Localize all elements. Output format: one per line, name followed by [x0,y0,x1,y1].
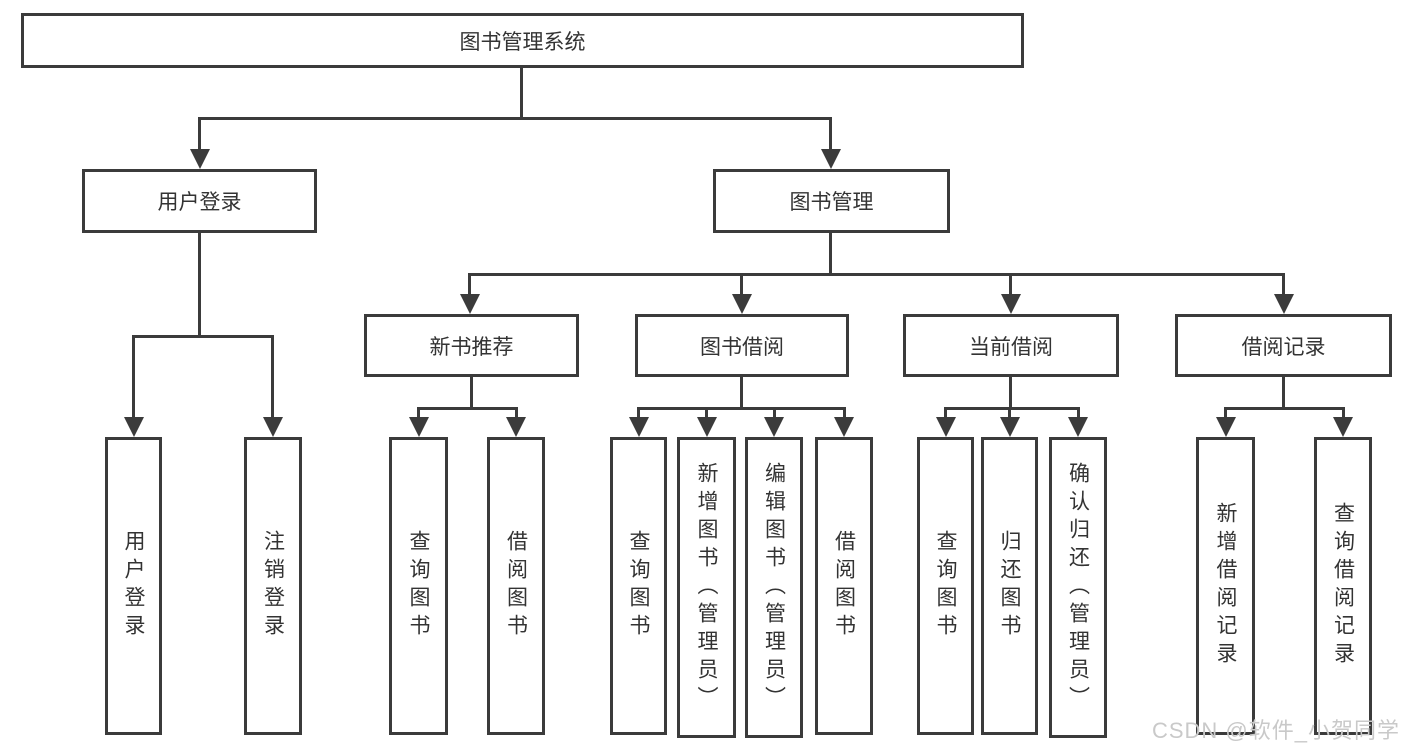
connector-line [198,117,201,151]
connector-line [468,273,1285,276]
connector-line [515,407,518,419]
arrowhead-down-icon [764,417,784,437]
arrowhead-down-icon [821,149,841,169]
connector-line [417,407,518,410]
arrowhead-down-icon [1068,417,1088,437]
connector-line [705,407,708,419]
connector-line [132,335,274,338]
leaf-edit-books-admin: 编辑图书（管理员） [745,437,803,738]
leaf-borrow-books: 借阅图书 [815,437,873,735]
connector-line [132,335,135,419]
connector-line [1282,273,1285,296]
connector-line [637,407,640,419]
connector-line [944,407,947,419]
connector-line [198,117,832,120]
arrowhead-down-icon [1333,417,1353,437]
arrowhead-down-icon [629,417,649,437]
leaf-confirm-return-admin: 确认归还（管理员） [1049,437,1107,738]
node-book-management: 图书管理 [713,169,950,233]
leaf-return-books: 归还图书 [981,437,1038,735]
arrowhead-down-icon [409,417,429,437]
connector-line [520,68,523,117]
connector-line [740,377,743,410]
connector-line [1224,407,1345,410]
arrowhead-down-icon [460,294,480,314]
connector-line [1009,377,1012,410]
connector-line [1342,407,1345,419]
connector-line [773,407,776,419]
leaf-query-books-recommend: 查询图书 [389,437,448,735]
leaf-user-login: 用户登录 [105,437,162,735]
arrowhead-down-icon [1216,417,1236,437]
arrowhead-down-icon [697,417,717,437]
node-library-management-system: 图书管理系统 [21,13,1024,68]
arrowhead-down-icon [124,417,144,437]
csdn-watermark: CSDN @软件_小贺同学 [1151,718,1400,743]
connector-line [470,377,473,410]
arrowhead-down-icon [1001,294,1021,314]
connector-line [1282,377,1285,410]
leaf-logout: 注销登录 [244,437,302,735]
node-current-borrowing: 当前借阅 [903,314,1119,377]
connector-line [1224,407,1227,419]
node-new-book-recommendation: 新书推荐 [364,314,579,377]
connector-line [637,407,846,410]
leaf-query-books-borrow: 查询图书 [610,437,667,735]
connector-line [271,335,274,419]
connector-line [829,233,832,276]
arrowhead-down-icon [1274,294,1294,314]
arrowhead-down-icon [936,417,956,437]
arrowhead-down-icon [506,417,526,437]
arrowhead-down-icon [834,417,854,437]
arrowhead-down-icon [190,149,210,169]
node-borrowing-records: 借阅记录 [1175,314,1392,377]
connector-line [829,117,832,151]
leaf-add-books-admin: 新增图书（管理员） [677,437,736,738]
leaf-borrow-books-recommend: 借阅图书 [487,437,545,735]
node-book-borrowing: 图书借阅 [635,314,849,377]
connector-line [740,273,743,296]
arrowhead-down-icon [263,417,283,437]
arrowhead-down-icon [732,294,752,314]
connector-line [1077,407,1080,419]
connector-line [843,407,846,419]
connector-line [417,407,420,419]
connector-line [1009,273,1012,296]
connector-line [468,273,471,296]
arrowhead-down-icon [1000,417,1020,437]
leaf-add-borrow-record: 新增借阅记录 [1196,437,1255,735]
connector-line [944,407,1080,410]
leaf-query-borrow-record: 查询借阅记录 [1314,437,1372,735]
connector-line [198,233,201,335]
node-user-login: 用户登录 [82,169,317,233]
connector-line [1008,407,1011,419]
leaf-query-books-current: 查询图书 [917,437,974,735]
